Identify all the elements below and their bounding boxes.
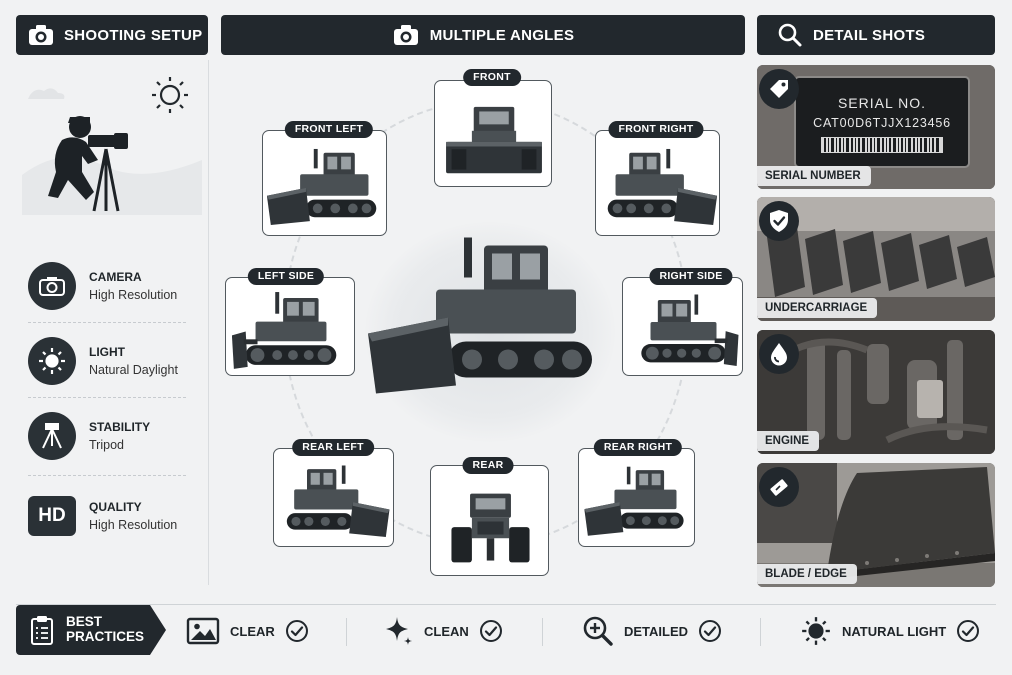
practice-clean: CLEAN bbox=[382, 612, 503, 650]
spec-title: LIGHT bbox=[89, 345, 125, 359]
multiple-angles-title: MULTIPLE ANGLES bbox=[429, 26, 575, 44]
serial-plate-line-2: CAT00D6TJJX123456 bbox=[813, 116, 951, 130]
practice-detailed: DETAILED bbox=[582, 612, 722, 650]
detail-shots-title: DETAIL SHOTS bbox=[813, 26, 926, 44]
camera-icon bbox=[28, 262, 76, 310]
best-practices-title-line-1: BEST bbox=[66, 614, 103, 629]
shield-check-icon bbox=[759, 201, 799, 241]
photographer-illustration bbox=[22, 65, 202, 215]
spec-value: High Resolution bbox=[89, 518, 178, 532]
angle-card-rear[interactable] bbox=[430, 465, 549, 576]
angle-label: REAR bbox=[462, 457, 514, 474]
practice-label: DETAILED bbox=[624, 623, 689, 639]
bulldozer-right-side-image bbox=[641, 294, 739, 366]
zoom-in-icon bbox=[583, 616, 613, 646]
bulldozer-rear-left-image bbox=[286, 465, 390, 537]
practice-label: NATURAL LIGHT bbox=[842, 623, 947, 639]
best-practices-banner: BEST PRACTICES bbox=[16, 605, 166, 655]
hd-badge: HD bbox=[28, 496, 76, 536]
detail-shots-header: DETAIL SHOTS bbox=[757, 15, 995, 55]
spec-camera: CAMERA High Resolution bbox=[28, 253, 188, 319]
spec-quality: HD QUALITY High Resolution bbox=[28, 483, 188, 549]
spec-title: STABILITY bbox=[89, 420, 151, 434]
check-circle-icon bbox=[956, 619, 980, 643]
detail-label: SERIAL NUMBER bbox=[757, 166, 871, 186]
angle-card-rear-right[interactable] bbox=[578, 448, 695, 547]
bulldozer-rear-right-image bbox=[584, 466, 684, 536]
serial-plate-line-1: SERIAL NO. bbox=[837, 95, 927, 111]
drop-icon bbox=[759, 334, 799, 374]
angle-label: FRONT LEFT bbox=[284, 121, 374, 138]
bottom-divider bbox=[16, 604, 996, 605]
spec-title: QUALITY bbox=[89, 500, 142, 514]
angle-label: RIGHT SIDE bbox=[649, 268, 733, 285]
image-icon bbox=[186, 617, 220, 645]
detail-card-blade-edge[interactable]: BLADE / EDGE bbox=[757, 463, 995, 587]
camera-icon bbox=[29, 25, 53, 45]
blade-icon bbox=[759, 467, 799, 507]
detail-card-serial-number[interactable]: SERIAL NO. CAT00D6TJJX123456 SERIAL NUMB… bbox=[757, 65, 995, 189]
bulldozer-front-image bbox=[446, 106, 542, 174]
angle-card-left-side[interactable] bbox=[225, 277, 355, 376]
sparkle-icon bbox=[386, 617, 412, 645]
left-panel-divider bbox=[208, 60, 209, 585]
check-circle-icon bbox=[285, 619, 309, 643]
angle-card-front-left[interactable] bbox=[262, 130, 387, 236]
sun-icon bbox=[802, 617, 830, 645]
best-practices-title-line-2: PRACTICES bbox=[66, 629, 145, 644]
spec-separator bbox=[28, 322, 186, 323]
shooting-setup-header: SHOOTING SETUP bbox=[16, 15, 208, 55]
practice-clear: CLEAR bbox=[186, 612, 309, 650]
spec-title: CAMERA bbox=[89, 270, 142, 284]
angle-label: FRONT bbox=[463, 69, 521, 86]
practice-natural-light: NATURAL LIGHT bbox=[800, 612, 980, 650]
angle-label: REAR RIGHT bbox=[593, 439, 683, 456]
practice-separator bbox=[542, 618, 543, 646]
detail-label: UNDERCARRIAGE bbox=[757, 298, 878, 318]
angle-card-front-right[interactable] bbox=[595, 130, 720, 236]
sun-icon bbox=[28, 337, 76, 385]
bulldozer-left-side-image bbox=[231, 292, 337, 369]
angle-label: REAR LEFT bbox=[292, 439, 374, 456]
detail-card-engine[interactable]: ENGINE bbox=[757, 330, 995, 454]
serial-plate-image bbox=[757, 65, 995, 189]
angle-label: LEFT SIDE bbox=[247, 268, 325, 285]
check-circle-icon bbox=[698, 619, 722, 643]
bulldozer-front-right-image bbox=[607, 148, 718, 226]
angle-label: FRONT RIGHT bbox=[608, 121, 704, 138]
sun-icon bbox=[152, 77, 188, 113]
spec-value: High Resolution bbox=[89, 288, 178, 302]
practice-separator bbox=[346, 618, 347, 646]
spec-value: Tripod bbox=[89, 438, 124, 452]
tag-icon bbox=[759, 69, 799, 109]
check-circle-icon bbox=[479, 619, 503, 643]
shooting-setup-title: SHOOTING SETUP bbox=[64, 26, 203, 44]
barcode bbox=[821, 137, 943, 153]
bulldozer-rear-image bbox=[451, 493, 530, 563]
bulldozer-main-image bbox=[368, 230, 608, 405]
camera-icon bbox=[393, 25, 418, 45]
practice-label: CLEAN bbox=[424, 623, 469, 639]
spec-separator bbox=[28, 397, 186, 398]
spec-light: LIGHT Natural Daylight bbox=[28, 328, 188, 394]
practice-label: CLEAR bbox=[230, 623, 275, 639]
bulldozer-front-left-image bbox=[266, 148, 377, 226]
detail-label: BLADE / EDGE bbox=[757, 564, 857, 584]
clipboard-icon bbox=[31, 616, 53, 645]
detail-label: ENGINE bbox=[757, 431, 820, 451]
spec-separator bbox=[28, 475, 186, 476]
angle-card-rear-left[interactable] bbox=[273, 448, 394, 547]
angle-card-front[interactable] bbox=[434, 80, 552, 187]
practice-separator bbox=[760, 618, 761, 646]
angle-card-right-side[interactable] bbox=[622, 277, 743, 376]
detail-card-undercarriage[interactable]: UNDERCARRIAGE bbox=[757, 197, 995, 321]
search-icon bbox=[778, 23, 802, 47]
spec-stability: STABILITY Tripod bbox=[28, 403, 188, 469]
multiple-angles-header: MULTIPLE ANGLES bbox=[221, 15, 745, 55]
tripod-icon bbox=[28, 412, 76, 460]
spec-value: Natural Daylight bbox=[89, 363, 178, 377]
